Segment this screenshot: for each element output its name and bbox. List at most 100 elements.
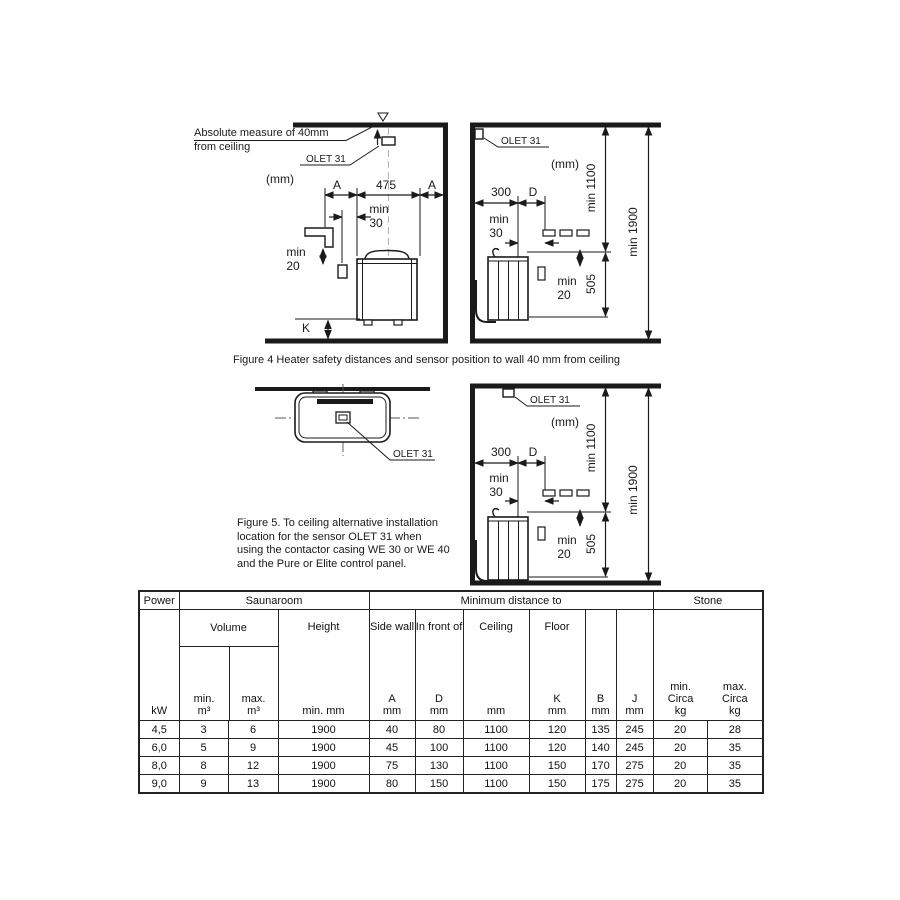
floor-unit: K mm <box>547 693 567 717</box>
dim-min1900: min 1900 <box>626 207 640 257</box>
col-j: J mm <box>615 609 654 721</box>
group-min-distance: Minimum distance to <box>368 590 654 610</box>
dim-d: D <box>529 445 538 459</box>
stone-min-unit: min. Circa kg <box>667 681 694 717</box>
j-unit: J mm <box>625 693 644 717</box>
group-saunaroom: Saunaroom <box>178 590 370 610</box>
sensor-olet31 <box>474 128 484 140</box>
side-wall-header: Side wall <box>370 621 415 633</box>
unit-label: (mm) <box>551 157 579 171</box>
figure4-left-drawing: Absolute measure of 40mm from ceiling OL… <box>194 112 448 344</box>
olet-label: OLET 31 <box>306 154 346 165</box>
dim-505: 505 <box>584 274 598 294</box>
olet-leader <box>514 396 580 407</box>
sensor-olet31-ceiling <box>502 388 515 398</box>
in-front-unit: D mm <box>429 693 449 717</box>
sensor-olet31 <box>335 411 351 424</box>
col-b: B mm <box>584 609 617 721</box>
figure5-left-drawing: OLET 31 <box>255 384 435 461</box>
figure5-left-diagram: OLET 31 <box>235 378 465 483</box>
heater-side-view <box>475 247 529 323</box>
bench-rail <box>304 227 334 248</box>
volume-min-unit: min. m³ <box>193 693 215 717</box>
wall-bracket <box>475 540 496 582</box>
ceiling-unit: mm <box>486 705 506 717</box>
olet-label: OLET 31 <box>393 449 433 460</box>
group-stone: Stone <box>652 590 764 610</box>
dim-300: 300 <box>491 185 511 199</box>
min20-value: 20 <box>286 259 300 273</box>
height-unit: min. mm <box>302 705 345 717</box>
ceiling-header: Ceiling <box>479 621 513 633</box>
col-volume: Volume min. m³ max. m³ <box>178 609 279 721</box>
col-in-front: In front of D mm <box>414 609 464 721</box>
b-unit: B mm <box>591 693 610 717</box>
dim-300: 300 <box>491 445 511 459</box>
figure5-caption: Figure 5. To ceiling alternative install… <box>237 517 450 570</box>
min30-value: 30 <box>369 216 383 230</box>
note-line1: Absolute measure of 40mm <box>194 127 329 139</box>
unit-label: (mm) <box>551 415 579 429</box>
bench-slats <box>542 489 590 497</box>
sensor-olet31 <box>381 136 396 146</box>
col-power: kW <box>138 609 180 721</box>
figure4-right-drawing: OLET 31 (mm) 300 D min 30 min 20 <box>470 122 661 344</box>
side-wall-unit: A mm <box>382 693 402 717</box>
min20-word: min <box>557 274 576 288</box>
col-height: Height min. mm <box>277 609 370 721</box>
bench-leg <box>537 526 546 541</box>
col-side-wall: Side wall A mm <box>368 609 416 721</box>
olet-label: OLET 31 <box>501 136 541 147</box>
dim-min1100: min 1100 <box>584 163 598 212</box>
bench-leg <box>537 266 546 281</box>
dim-min1900: min 1900 <box>626 465 640 515</box>
volume-max-unit: max. m³ <box>241 693 266 717</box>
floor-header: Floor <box>544 621 570 633</box>
unit-label: (mm) <box>266 172 294 186</box>
wall-bracket <box>475 280 496 323</box>
note-line2: from ceiling <box>194 141 250 153</box>
dim-min1100: min 1100 <box>584 423 598 472</box>
min20-word: min <box>286 245 305 259</box>
dim-d: D <box>529 185 538 199</box>
height-header: Height <box>307 621 340 633</box>
spec-table: Power Saunaroom Minimum distance to Ston… <box>138 590 765 794</box>
dim-475: 475 <box>376 178 396 192</box>
olet-leader <box>346 421 435 461</box>
min20-value: 20 <box>557 288 571 302</box>
min30-value: 30 <box>489 226 503 240</box>
figure5-right-drawing: OLET 31 (mm) 300 D min 30 min 20 <box>470 383 661 586</box>
dim-505: 505 <box>584 534 598 554</box>
min20-value: 20 <box>557 547 571 561</box>
figure4-right-diagram: OLET 31 (mm) 300 D min 30 min 20 <box>465 110 665 355</box>
note-leader <box>194 125 375 141</box>
heater-side-view <box>475 507 529 582</box>
fixing-piece <box>337 264 348 279</box>
olet-label: OLET 31 <box>530 395 570 406</box>
datum-triangle-icon <box>377 112 389 122</box>
group-power: Power <box>138 590 180 610</box>
olet-leader <box>483 137 549 148</box>
olet-leader <box>300 145 380 166</box>
figure4-caption: Figure 4 Heater safety distances and sen… <box>233 354 621 366</box>
figure4-left-diagram: Absolute measure of 40mm from ceiling OL… <box>180 110 465 355</box>
figure5-right-diagram: OLET 31 (mm) 300 D min 30 min 20 <box>465 370 665 590</box>
bench-slats <box>542 229 590 237</box>
min30-word: min <box>369 202 388 216</box>
volume-header: Volume <box>180 611 277 647</box>
min30-word: min <box>489 471 508 485</box>
col-floor: Floor K mm <box>528 609 586 721</box>
min20-word: min <box>557 533 576 547</box>
dim-k: K <box>302 321 310 335</box>
min30-word: min <box>489 212 508 226</box>
col-ceiling: Ceiling mm <box>462 609 530 721</box>
in-front-header: In front of <box>415 621 463 633</box>
col-stone: min. Circa kg max. Circa kg <box>652 609 764 721</box>
dim-a-right: A <box>428 178 436 192</box>
heater-element-bar <box>317 399 373 404</box>
